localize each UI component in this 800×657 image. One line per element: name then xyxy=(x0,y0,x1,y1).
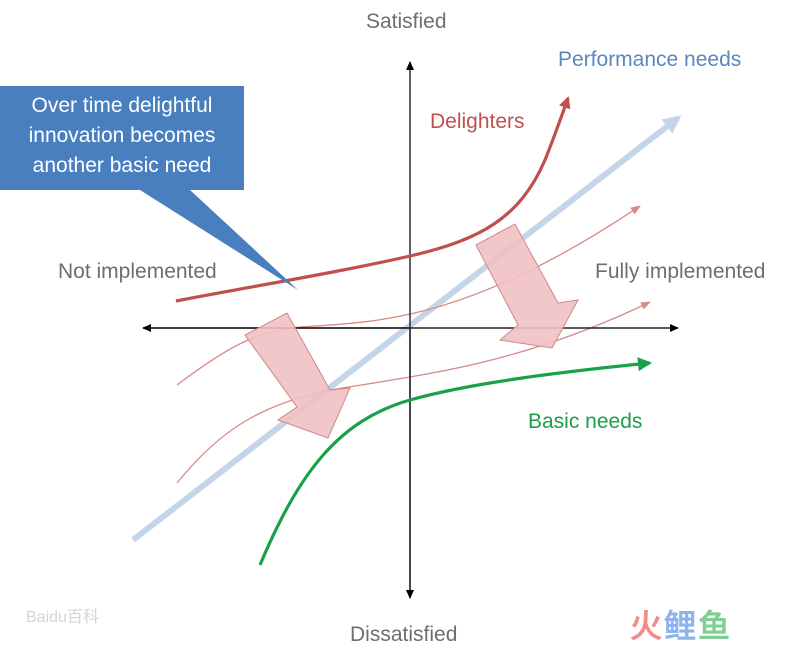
basic-needs-curve xyxy=(258,357,652,566)
callout-line-1: Over time delightful xyxy=(31,94,213,117)
transition-curve-lower xyxy=(176,301,651,484)
callout-text: Over time delightful innovation becomes … xyxy=(0,94,244,190)
delighters-label: Delighters xyxy=(430,110,525,133)
performance-needs-line xyxy=(131,115,682,543)
axis-label-fully-implemented: Fully implemented xyxy=(595,260,766,283)
callout-line-2: innovation becomes xyxy=(28,124,216,147)
transition-arrow-left xyxy=(244,312,351,439)
transition-curve-upper xyxy=(176,205,641,386)
basic-needs-label: Basic needs xyxy=(528,410,643,433)
axis-label-dissatisfied: Dissatisfied xyxy=(350,623,458,646)
brand-watermark: 火鲤鱼 xyxy=(630,608,732,644)
performance-needs-label: Performance needs xyxy=(558,48,742,71)
delighters-curve xyxy=(175,96,571,303)
brand-char-1: 火 xyxy=(630,608,665,644)
callout-bubble xyxy=(0,86,298,290)
baidu-watermark: Baidu百科 xyxy=(26,609,99,626)
axis-label-not-implemented: Not implemented xyxy=(58,260,217,283)
axis-label-satisfied: Satisfied xyxy=(366,10,447,33)
brand-char-2: 鲤 xyxy=(664,608,699,644)
brand-char-3: 鱼 xyxy=(698,608,733,644)
transition-arrow-right xyxy=(475,223,579,349)
callout-line-3: another basic need xyxy=(32,154,212,177)
